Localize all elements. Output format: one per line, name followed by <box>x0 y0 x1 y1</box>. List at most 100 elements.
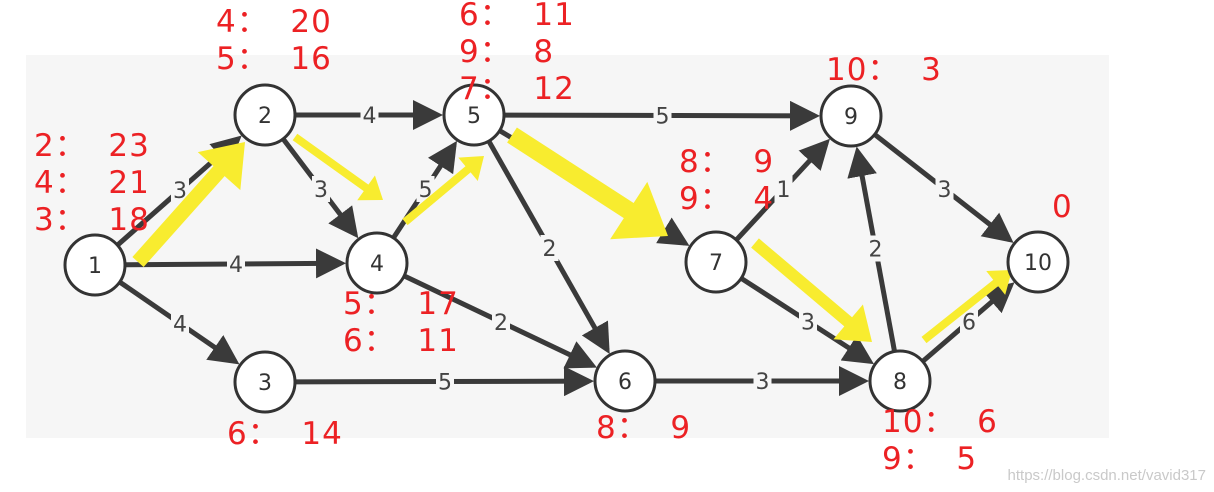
edge-weight-label: 4 <box>363 104 377 129</box>
annotation-line: 4： 21 <box>34 165 150 201</box>
node-4: 4 <box>345 231 409 295</box>
annotation-node-7: 8： 99： 4 <box>679 144 774 217</box>
edge-7-9: 1 <box>734 138 830 242</box>
node-circle <box>63 233 127 297</box>
edge-weight-label: 3 <box>938 178 952 203</box>
edge-weight-background <box>436 368 454 395</box>
annotation-line: 8： 9 <box>596 410 691 446</box>
edge-7-8: 3 <box>739 276 874 365</box>
annotation-node-10: 0 <box>1052 189 1073 225</box>
edge-1-3: 4 <box>118 279 240 365</box>
annotation-line: 9： 8 <box>459 34 554 70</box>
node-circle <box>819 84 883 148</box>
annotation-node-9: 10： 3 <box>826 52 942 88</box>
annotation-node-5: 6： 119： 87： 12 <box>459 0 575 107</box>
annotation-node-8: 10： 69： 5 <box>882 404 998 477</box>
node-label: 2 <box>258 104 272 129</box>
annotation-line: 3： 18 <box>34 202 150 238</box>
annotation-line: 0 <box>1052 189 1073 225</box>
annotation-node-3: 6： 14 <box>227 416 342 452</box>
annotation-line: 6： 11 <box>459 0 575 33</box>
edge-weight-label: 1 <box>777 178 791 203</box>
node-8: 8 <box>868 349 932 413</box>
node-circle <box>233 83 297 147</box>
highlight-arrow-4 <box>507 127 668 240</box>
edge-weight-label: 6 <box>962 311 976 336</box>
annotations-layer: 2： 234： 213： 18 4： 205： 16 6： 119： 87： 12 1… <box>34 0 1073 477</box>
edge-weight-background <box>416 176 435 202</box>
edge-weight-background <box>171 177 189 203</box>
annotation-line: 10： 3 <box>826 52 942 88</box>
highlight-arrow-6 <box>921 270 1012 344</box>
annotation-line: 4： 20 <box>216 4 332 40</box>
watermark-text: https://blog.csdn.net/vavid317 <box>1007 467 1206 484</box>
node-2: 2 <box>233 83 297 147</box>
node-6: 6 <box>593 349 657 413</box>
annotation-node-6: 8： 9 <box>596 410 691 446</box>
edge-weight-background <box>653 102 672 129</box>
node-circle <box>345 231 409 295</box>
annotation-line: 2： 23 <box>34 128 150 164</box>
edge-weight-label: 3 <box>173 179 187 204</box>
edge-weight-label: 3 <box>314 178 328 203</box>
node-label: 3 <box>258 371 272 396</box>
highlight-arrow-1 <box>132 142 245 267</box>
edge-5-6: 2 <box>486 139 610 355</box>
edge-9-10: 3 <box>873 132 1014 243</box>
annotation-line: 7： 12 <box>459 71 575 107</box>
edge-weight-background <box>540 235 559 261</box>
edge-weight-background <box>774 176 793 202</box>
edge-weight-label: 4 <box>229 253 243 278</box>
annotation-line: 10： 6 <box>882 404 998 440</box>
edge-weight-background <box>753 368 772 394</box>
annotation-line: 9： 4 <box>679 181 774 217</box>
annotation-node-1: 2： 234： 213： 18 <box>34 128 150 238</box>
annotation-line: 5： 16 <box>216 41 332 77</box>
node-1: 1 <box>63 233 127 297</box>
edge-weight-background <box>360 102 379 128</box>
edge-weight-background <box>312 176 330 202</box>
node-label: 4 <box>370 252 384 277</box>
edge-weight-background <box>935 176 954 202</box>
node-label: 5 <box>467 104 481 129</box>
node-label: 8 <box>893 370 907 395</box>
node-circle <box>233 350 297 414</box>
edge-1-4: 4 <box>124 248 347 279</box>
node-circle <box>684 230 748 294</box>
node-3: 3 <box>233 350 297 414</box>
annotation-line: 9： 5 <box>882 441 977 477</box>
node-5: 5 <box>442 83 506 147</box>
edge-3-6: 5 <box>294 366 595 397</box>
node-circle <box>442 83 506 147</box>
edge-weight-background <box>492 309 510 335</box>
edge-8-9: 2 <box>847 146 898 352</box>
edge-weight-background <box>227 251 245 277</box>
edge-weight-background <box>960 308 978 335</box>
node-9: 9 <box>819 84 883 148</box>
node-label: 1 <box>88 254 102 279</box>
node-label: 7 <box>709 251 723 276</box>
edge-4-6: 2 <box>403 273 598 369</box>
edge-weight-label: 5 <box>656 105 670 130</box>
edge-weight-label: 4 <box>173 313 187 338</box>
edge-2-4: 3 <box>281 137 359 239</box>
edge-weight-label: 3 <box>801 311 815 336</box>
edge-2-5: 4 <box>295 100 443 130</box>
highlight-arrows-layer <box>132 127 1012 344</box>
highlight-arrow-5 <box>751 238 872 342</box>
edges-layer: 34443525532313263 <box>115 100 1015 397</box>
edge-5-9: 5 <box>503 100 821 131</box>
node-label: 9 <box>844 105 858 130</box>
annotation-node-2: 4： 205： 16 <box>216 4 332 77</box>
edge-4-5: 5 <box>391 140 458 240</box>
edge-weight-background <box>799 308 817 335</box>
node-circle <box>868 349 932 413</box>
node-label: 6 <box>618 370 632 395</box>
highlight-arrow-3 <box>402 156 484 226</box>
node-10: 10 <box>1006 230 1070 294</box>
edge-weight-label: 2 <box>869 238 883 263</box>
highlight-arrow-2 <box>292 133 383 201</box>
edge-weight-background <box>171 310 189 337</box>
